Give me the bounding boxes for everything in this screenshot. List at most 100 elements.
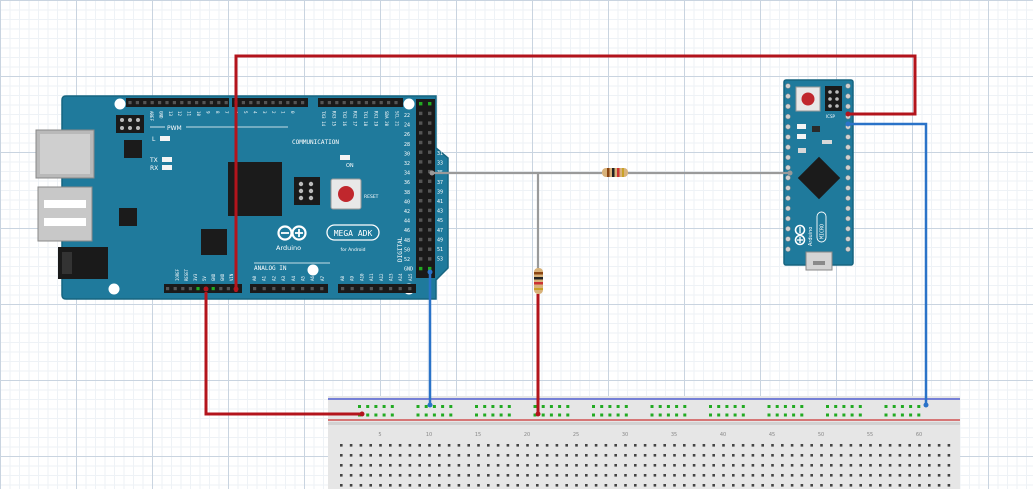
model-label: MEGA ADK [334,229,373,238]
micro-pin [785,134,791,140]
rail-hole [382,405,386,408]
terminal-hole [928,454,931,457]
digital-double-header[interactable] [416,99,435,278]
resistor-horizontal[interactable] [602,168,628,177]
terminal-hole [487,474,490,477]
terminal-hole [585,474,588,477]
rail-hole [858,413,862,417]
top-pin-label: SDA 20 [384,111,389,127]
top-pin-label: RX1 19 [374,111,379,127]
terminal-hole [506,444,510,447]
rail-hole [650,405,654,408]
rail-hole [374,405,378,408]
terminal-hole [506,454,510,457]
terminal-hole [741,444,745,447]
terminal-hole [741,474,745,477]
terminal-hole [555,484,559,487]
regulator-chip [124,140,142,158]
terminal-hole [771,474,774,477]
header-pin [249,101,253,105]
arduino-micro-board[interactable]: ICSP Arduino MICRO [783,79,854,271]
analog-pin [389,287,393,291]
rail-hole [850,405,854,408]
rail-hole [900,413,904,417]
terminal-hole [898,464,902,467]
analog-header[interactable] [250,284,416,293]
digital-pin [428,237,432,242]
micro-reset-button[interactable] [795,86,821,112]
terminal-hole [751,464,755,467]
terminal-hole [663,444,666,447]
header-pin [224,101,228,105]
column-number: 5 [378,432,381,438]
digital-pin [428,121,432,125]
terminal-hole [349,474,353,477]
micro-pin [785,215,791,222]
rail-hole [709,413,712,417]
analog-pin [360,287,364,291]
micro-pin [785,154,791,161]
resistor-vertical[interactable] [534,268,543,294]
rail-hole [416,405,420,408]
digital-label: DIGITAL [397,236,404,262]
terminal-hole [467,444,470,447]
terminal-hole [467,464,470,467]
terminal-hole [830,454,833,457]
rail-hole [741,405,745,408]
rail-hole [374,413,378,417]
column-number: 55 [867,432,873,438]
micro-pin-row-left[interactable] [785,83,791,252]
header-pin [158,101,162,105]
icsp-header-usb [116,115,144,133]
digital-pin [428,218,432,222]
model-badge [326,224,380,241]
terminal-hole [810,444,813,447]
digital-pin-label: 25 [437,122,443,128]
rail-hole [775,405,779,408]
terminal-hole [340,454,343,457]
analog-pin-label: A9 [350,275,355,281]
terminal-hole [457,484,461,487]
analog-pin-label: A0 [252,275,257,281]
power-wire-5v[interactable] [204,292,362,416]
terminal-hole [545,444,549,447]
analog-pin [350,287,354,291]
terminal-hole [477,444,480,447]
digital-header-top[interactable] [126,98,403,107]
rx-led-label: RX [150,165,158,172]
terminal-hole [947,444,951,447]
rail-hole [842,413,846,417]
analog-pin [408,287,412,291]
terminal-hole [428,444,431,447]
micro-pin [845,164,851,171]
terminal-hole [849,484,853,487]
terminal-hole [457,454,461,457]
terminal-hole [643,444,647,447]
l-led [160,136,170,141]
power-pin [226,287,230,291]
micro-pin [845,154,851,161]
header-pin [320,101,324,105]
terminal-hole [379,444,382,447]
header-pin [195,101,199,105]
reset-button[interactable] [330,178,362,210]
terminal-hole [526,474,529,477]
rail-hole [390,413,394,417]
ground-wire-micro[interactable] [848,122,928,405]
top-pin-label: 7 [224,111,229,114]
micro-pin-row-right[interactable] [845,83,851,252]
analog-pin-label: A1 [262,275,267,281]
terminal-hole [389,454,392,457]
terminal-hole [908,454,911,457]
analog-pin-label: A14 [398,273,403,281]
power-wire-top[interactable] [234,54,917,292]
terminal-hole [790,444,794,447]
top-pin-label: TX1 18 [363,111,368,127]
power-header[interactable] [164,284,242,293]
terminal-hole [428,484,431,487]
rail-hole [592,405,595,408]
